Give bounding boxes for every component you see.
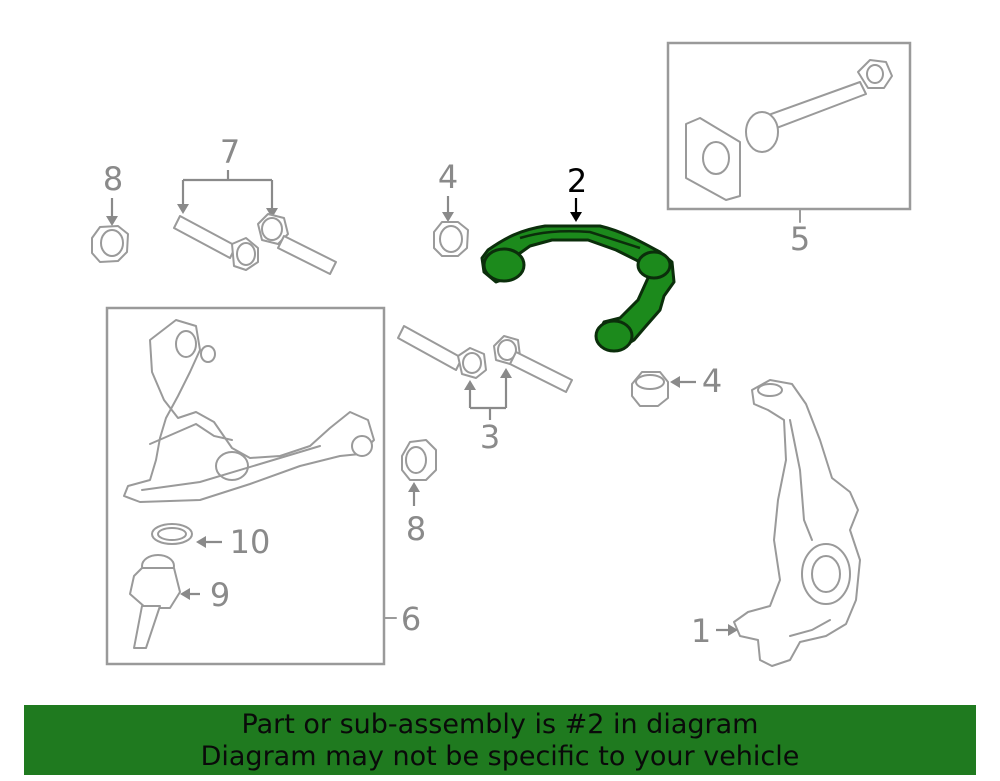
part-8-nut-middle[interactable]: 8 xyxy=(401,439,437,548)
banner-line-1: Part or sub-assembly is #2 in diagram xyxy=(241,709,759,740)
parts-diagram: 8 7 4 2 xyxy=(91,41,912,667)
part-7-bolts[interactable]: 7 xyxy=(173,133,337,275)
callout-6: 6 xyxy=(401,600,421,638)
part-3-bolts[interactable]: 3 xyxy=(397,325,573,456)
callout-8-middle: 8 xyxy=(406,510,426,548)
info-banner: Part or sub-assembly is #2 in diagram Di… xyxy=(24,705,976,775)
part-2-upper-control-arm[interactable]: 2 xyxy=(480,162,676,353)
part-4-nut-top[interactable]: 4 xyxy=(433,158,469,257)
callout-4-right: 4 xyxy=(702,362,722,400)
part-5-cam-bolt-kit[interactable]: 5 xyxy=(666,41,912,258)
callout-5: 5 xyxy=(790,220,810,258)
part-4-nut-right[interactable]: 4 xyxy=(631,362,722,407)
callout-10: 10 xyxy=(230,523,271,561)
callout-3: 3 xyxy=(480,418,500,456)
banner-line-2: Diagram may not be specific to your vehi… xyxy=(200,741,800,772)
callout-1: 1 xyxy=(691,612,711,650)
callout-4-top: 4 xyxy=(438,158,458,196)
part-1-steering-knuckle[interactable]: 1 xyxy=(691,379,861,667)
callout-7: 7 xyxy=(220,133,240,171)
part-8-nut-left[interactable]: 8 xyxy=(91,160,129,263)
callout-9: 9 xyxy=(210,576,230,614)
part-6-lower-control-arm[interactable]: 6 10 9 xyxy=(105,306,421,666)
callout-2: 2 xyxy=(567,162,587,200)
callout-8-left: 8 xyxy=(103,160,123,198)
